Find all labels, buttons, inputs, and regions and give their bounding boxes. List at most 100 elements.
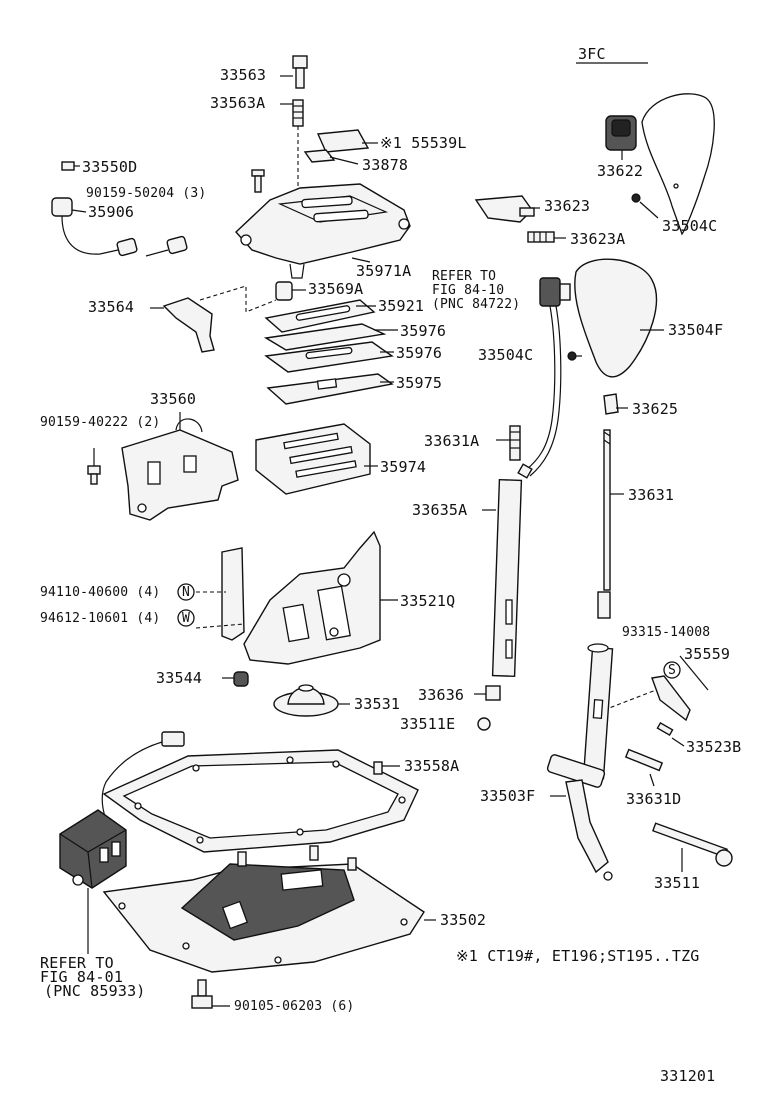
label-35559: 35559 — [684, 645, 731, 663]
w-mark-letter: W — [182, 611, 191, 626]
screw-33504c-lower — [567, 351, 582, 361]
refer-84-01-line2: FIG 84-01 — [40, 968, 124, 986]
refer-84-01-line1: REFER TO — [40, 954, 114, 972]
knob-cover — [641, 93, 715, 236]
bolt-33511 — [652, 822, 733, 867]
n-mark-letter: N — [182, 585, 191, 600]
label-90159-50204: 90159-50204 (3) — [86, 186, 207, 201]
gasket-33558a — [102, 749, 419, 853]
label-35975: 35975 — [396, 374, 443, 392]
pin-33523b — [656, 721, 674, 737]
label-33531: 33531 — [354, 695, 401, 713]
label-33635a: 33635A — [412, 501, 468, 519]
spring-33623a — [527, 231, 555, 243]
pawl-35559 — [651, 675, 691, 722]
button-33622 — [605, 115, 637, 151]
label-33569a: 33569A — [308, 280, 364, 298]
knob-33504f — [574, 258, 658, 378]
label-33558a: 33558A — [404, 757, 460, 775]
label-33544: 33544 — [156, 669, 203, 687]
label-90159-40222: 90159-40222 (2) — [40, 415, 161, 430]
bolt-90105-06203 — [191, 979, 213, 1009]
refer-84-10-line3: (PNC 84722) — [432, 297, 521, 312]
screw-90159-50204 — [251, 169, 265, 193]
label-33564: 33564 — [88, 298, 135, 316]
plate-55539l — [316, 129, 370, 153]
label-90105-06203: 90105-06203 (6) — [234, 999, 355, 1014]
screw-33504c-upper — [631, 193, 659, 219]
label-35976-upper: 35976 — [400, 322, 447, 340]
harness-35906 — [51, 197, 188, 257]
refer-84-01-line3: (PNC 85933) — [44, 982, 146, 1000]
label-55539l: ※1 55539L — [380, 134, 467, 152]
bushing-33544 — [233, 671, 249, 687]
label-35906: 35906 — [88, 203, 135, 221]
refer-84-10-line1: REFER TO — [432, 269, 497, 284]
switch-cable-connector — [517, 277, 571, 479]
label-33511e: 33511E — [400, 715, 456, 733]
tube-33635a — [491, 478, 523, 678]
label-33504c-lower: 33504C — [478, 346, 534, 364]
label-33631a: 33631A — [424, 432, 480, 450]
plate-35976-lower — [264, 341, 394, 373]
label-33550d: 33550D — [82, 158, 138, 176]
s-mark-letter: S — [668, 663, 677, 678]
label-33631d: 33631D — [626, 790, 682, 808]
n-mark-icon — [177, 583, 195, 601]
guide-housing-35974 — [255, 423, 371, 495]
label-33878: 33878 — [362, 156, 409, 174]
label-33625: 33625 — [632, 400, 679, 418]
label-33631: 33631 — [628, 486, 675, 504]
washer-33511e — [477, 717, 491, 731]
bolt-33563 — [292, 55, 308, 89]
label-33503f: 33503F — [480, 787, 536, 805]
connector-harness — [161, 731, 185, 747]
label-33504c-upper: 33504C — [662, 217, 718, 235]
plate-35975 — [266, 373, 394, 405]
label-33623: 33623 — [544, 197, 591, 215]
label-33636: 33636 — [418, 686, 465, 704]
applicability-footnote: ※1 CT19#, ET196;ST195..TZG — [456, 947, 700, 965]
boot-33531 — [273, 684, 339, 717]
refer-84-10-line2: FIG 84-10 — [432, 283, 505, 298]
lever-33564 — [162, 297, 215, 353]
rod-33631 — [597, 429, 611, 619]
plate-35976-upper — [263, 323, 387, 351]
label-35974: 35974 — [380, 458, 427, 476]
plate-33878 — [303, 149, 336, 163]
label-33504f: 33504F — [668, 321, 724, 339]
label-33521q: 33521Q — [400, 592, 456, 610]
label-35971a: 35971A — [356, 262, 412, 280]
bracket-33560 — [121, 418, 239, 521]
figure-number: 331201 — [660, 1067, 716, 1085]
label-33511: 33511 — [654, 874, 701, 892]
label-33623a: 33623A — [570, 230, 626, 248]
label-33622: 33622 — [597, 162, 644, 180]
label-94612-10601: 94612-10601 (4) — [40, 611, 161, 626]
label-33502: 33502 — [440, 911, 487, 929]
indicator-housing-35971a — [235, 183, 411, 279]
label-33563: 33563 — [220, 66, 267, 84]
clip-33625 — [603, 393, 619, 415]
label-35921: 35921 — [378, 297, 425, 315]
plate-35921 — [264, 299, 376, 333]
clip-33636 — [485, 685, 501, 701]
pin-33631d — [624, 748, 664, 772]
s-mark-icon — [663, 661, 681, 679]
label-94110-40600: 94110-40600 (4) — [40, 585, 161, 600]
base-plate-33502 — [102, 845, 425, 973]
pin-33550d — [61, 161, 75, 171]
spring-33563A — [292, 99, 304, 127]
shift-lever-housing-33521q — [221, 530, 381, 665]
spring-33631a — [509, 425, 521, 461]
label-33560: 33560 — [150, 390, 197, 408]
label-93315-14008: 93315-14008 — [622, 625, 711, 640]
connector-box — [59, 809, 127, 889]
label-33563a: 33563A — [210, 94, 266, 112]
plug-33569a — [275, 281, 293, 301]
w-mark-icon — [177, 609, 195, 627]
label-33523b: 33523B — [686, 738, 742, 756]
model-code: 3FC — [578, 45, 606, 63]
